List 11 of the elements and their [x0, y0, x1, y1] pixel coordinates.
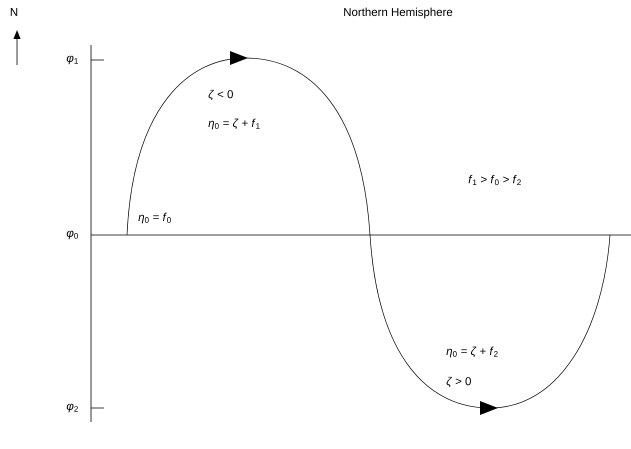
equation-label: η$_{0}$ = f$_{0}$ [138, 212, 171, 224]
latitude-label: φ$_{2}$ [66, 404, 78, 412]
vorticity-label: ζ > 0 [446, 376, 471, 388]
inequality-label: f$_{1}$ > f$_{0}$ > f$_{2}$ [468, 174, 521, 186]
latitude-label: φ$_{1}$ [66, 56, 78, 64]
latitude-label: φ$_{0}$ [66, 230, 78, 240]
direction-label: N [10, 8, 18, 16]
equation-label: η$_{0}$ = ζ + f$_{1}$ [208, 118, 260, 130]
equation-label: η$_{0}$ = ζ + f$_{2}$ [446, 346, 498, 358]
title: Northern Hemisphere [344, 8, 452, 18]
vorticity-label: ζ < 0 [208, 90, 233, 100]
